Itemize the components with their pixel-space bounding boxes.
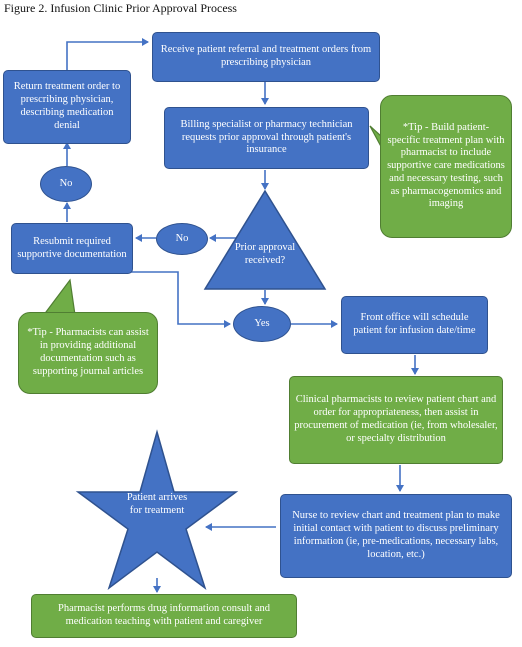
tip-docs-bubble: *Tip - Pharmacists can assist in providi… [18, 312, 158, 394]
tip-docs-text: *Tip - Pharmacists can assist in providi… [27, 327, 149, 377]
return-order-text: Return treatment order to prescribing ph… [13, 81, 121, 131]
receive-referral-box: Receive patient referral and treatment o… [152, 32, 380, 82]
tip-plan-bubble: *Tip - Build patient-specific treatment … [380, 95, 512, 238]
nurse-review-text: Nurse to review chart and treatment plan… [292, 510, 500, 560]
nurse-review-box: Nurse to review chart and treatment plan… [280, 494, 512, 578]
arrow-resubmit-to-yes [130, 271, 231, 328]
billing-request-box: Billing specialist or pharmacy technicia… [164, 107, 369, 169]
receive-referral-text: Receive patient referral and treatment o… [160, 44, 372, 68]
decision-text: Prior approval received? [234, 242, 296, 266]
no-top-oval: No [40, 166, 92, 202]
front-office-box: Front office will schedule patient for i… [341, 296, 488, 354]
front-office-text: Front office will schedule patient for i… [353, 312, 476, 336]
resubmit-text: Resubmit required supportive documentati… [17, 235, 127, 260]
patient-arrives-text: Patient arrives for treatment [126, 492, 188, 516]
yes-text: Yes [254, 317, 270, 329]
patient-arrives-label: Patient arrives for treatment [126, 492, 188, 517]
decision-label: Prior approval received? [232, 242, 298, 267]
billing-request-text: Billing specialist or pharmacy technicia… [180, 118, 353, 156]
clinical-pharmacist-box: Clinical pharmacists to review patient c… [289, 376, 503, 464]
figure-title: Figure 2. Infusion Clinic Prior Approval… [4, 1, 237, 15]
decision-triangle [203, 189, 327, 290]
resubmit-box: Resubmit required supportive documentati… [11, 223, 133, 274]
pharmacist-consult-box: Pharmacist performs drug information con… [31, 594, 297, 638]
no-mid-oval: No [156, 223, 208, 255]
yes-oval: Yes [233, 306, 291, 342]
no-top-text: No [59, 177, 73, 189]
no-mid-text: No [175, 232, 189, 244]
patient-star [75, 429, 239, 591]
arrow-return-to-receive [66, 38, 149, 70]
pharmacist-consult-text: Pharmacist performs drug information con… [58, 603, 270, 627]
clinical-pharmacist-text: Clinical pharmacists to review patient c… [294, 394, 498, 444]
return-order-box: Return treatment order to prescribing ph… [3, 70, 131, 144]
tip-plan-text: *Tip - Build patient-specific treatment … [387, 121, 505, 210]
